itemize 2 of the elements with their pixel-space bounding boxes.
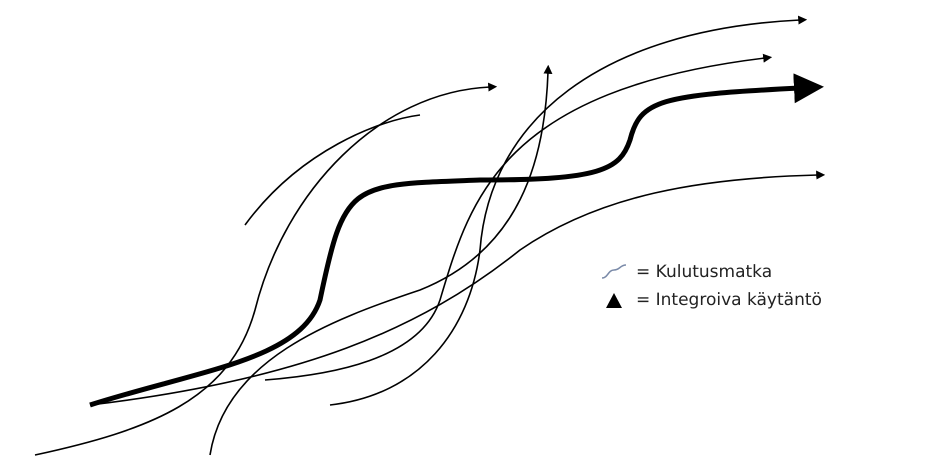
legend-text: = Integroiva käytäntö: [636, 290, 822, 310]
legend-text: = Kulutusmatka: [636, 262, 772, 282]
